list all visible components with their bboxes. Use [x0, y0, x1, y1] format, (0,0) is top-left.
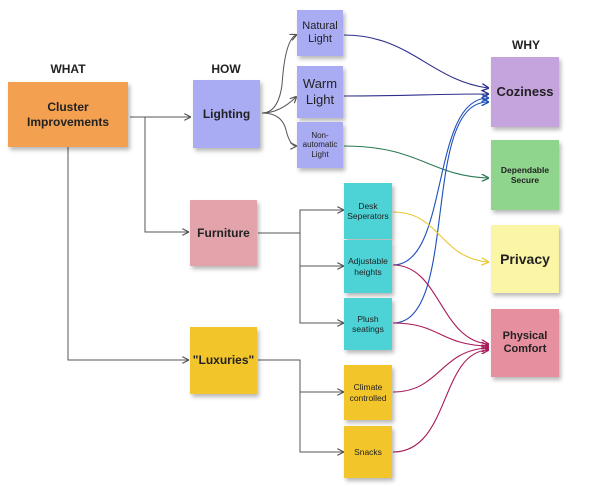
note-lighting-label: Lighting	[202, 106, 251, 121]
note-nonautomatic-light: Non- automatic Light	[297, 122, 343, 168]
note-warm-light: Warm Light	[297, 66, 343, 118]
what-how-connectors	[67, 117, 190, 360]
note-luxuries: "Luxuries"	[190, 327, 257, 394]
note-climate-controlled: Climate controlled	[344, 365, 392, 420]
note-adjustable-heights-label: Adjustable heights	[348, 256, 388, 277]
note-physical-comfort-label: Physical Comfort	[502, 329, 548, 355]
note-privacy-label: Privacy	[500, 250, 550, 267]
note-privacy: Privacy	[491, 225, 559, 293]
header-how: HOW	[211, 62, 241, 76]
note-luxuries-label: "Luxuries"	[192, 353, 255, 368]
note-lighting: Lighting	[193, 80, 260, 148]
note-cluster-improvements-label: Cluster Improvements	[26, 100, 110, 129]
note-desk-seperators: Desk Seperators	[344, 183, 392, 239]
note-snacks: Snacks	[344, 426, 392, 478]
header-what: WHAT	[50, 62, 86, 76]
note-plush-seatings: Plush seatings	[344, 298, 392, 350]
note-dependable-secure-label: Dependable Secure	[500, 164, 550, 185]
note-climate-controlled-label: Climate controlled	[349, 382, 387, 403]
why-connectors	[343, 34, 488, 453]
note-dependable-secure: Dependable Secure	[491, 140, 559, 210]
note-coziness-label: Coziness	[496, 84, 554, 100]
note-nonautomatic-light-label: Non- automatic Light	[302, 130, 338, 159]
note-furniture: Furniture	[190, 200, 257, 266]
note-plush-seatings-label: Plush seatings	[352, 313, 384, 334]
note-snacks-label: Snacks	[354, 446, 382, 457]
note-adjustable-heights: Adjustable heights	[344, 240, 392, 293]
how-sub-connectors	[258, 35, 343, 452]
note-desk-seperators-label: Desk Seperators	[347, 200, 389, 221]
header-why: WHY	[512, 38, 540, 52]
note-natural-light: Natural Light	[297, 10, 343, 56]
note-warm-light-label: Warm Light	[302, 76, 338, 107]
note-coziness: Coziness	[491, 57, 559, 127]
note-natural-light-label: Natural Light	[302, 19, 338, 45]
note-physical-comfort: Physical Comfort	[491, 309, 559, 377]
note-cluster-improvements: Cluster Improvements	[8, 82, 128, 147]
note-furniture-label: Furniture	[197, 225, 250, 240]
